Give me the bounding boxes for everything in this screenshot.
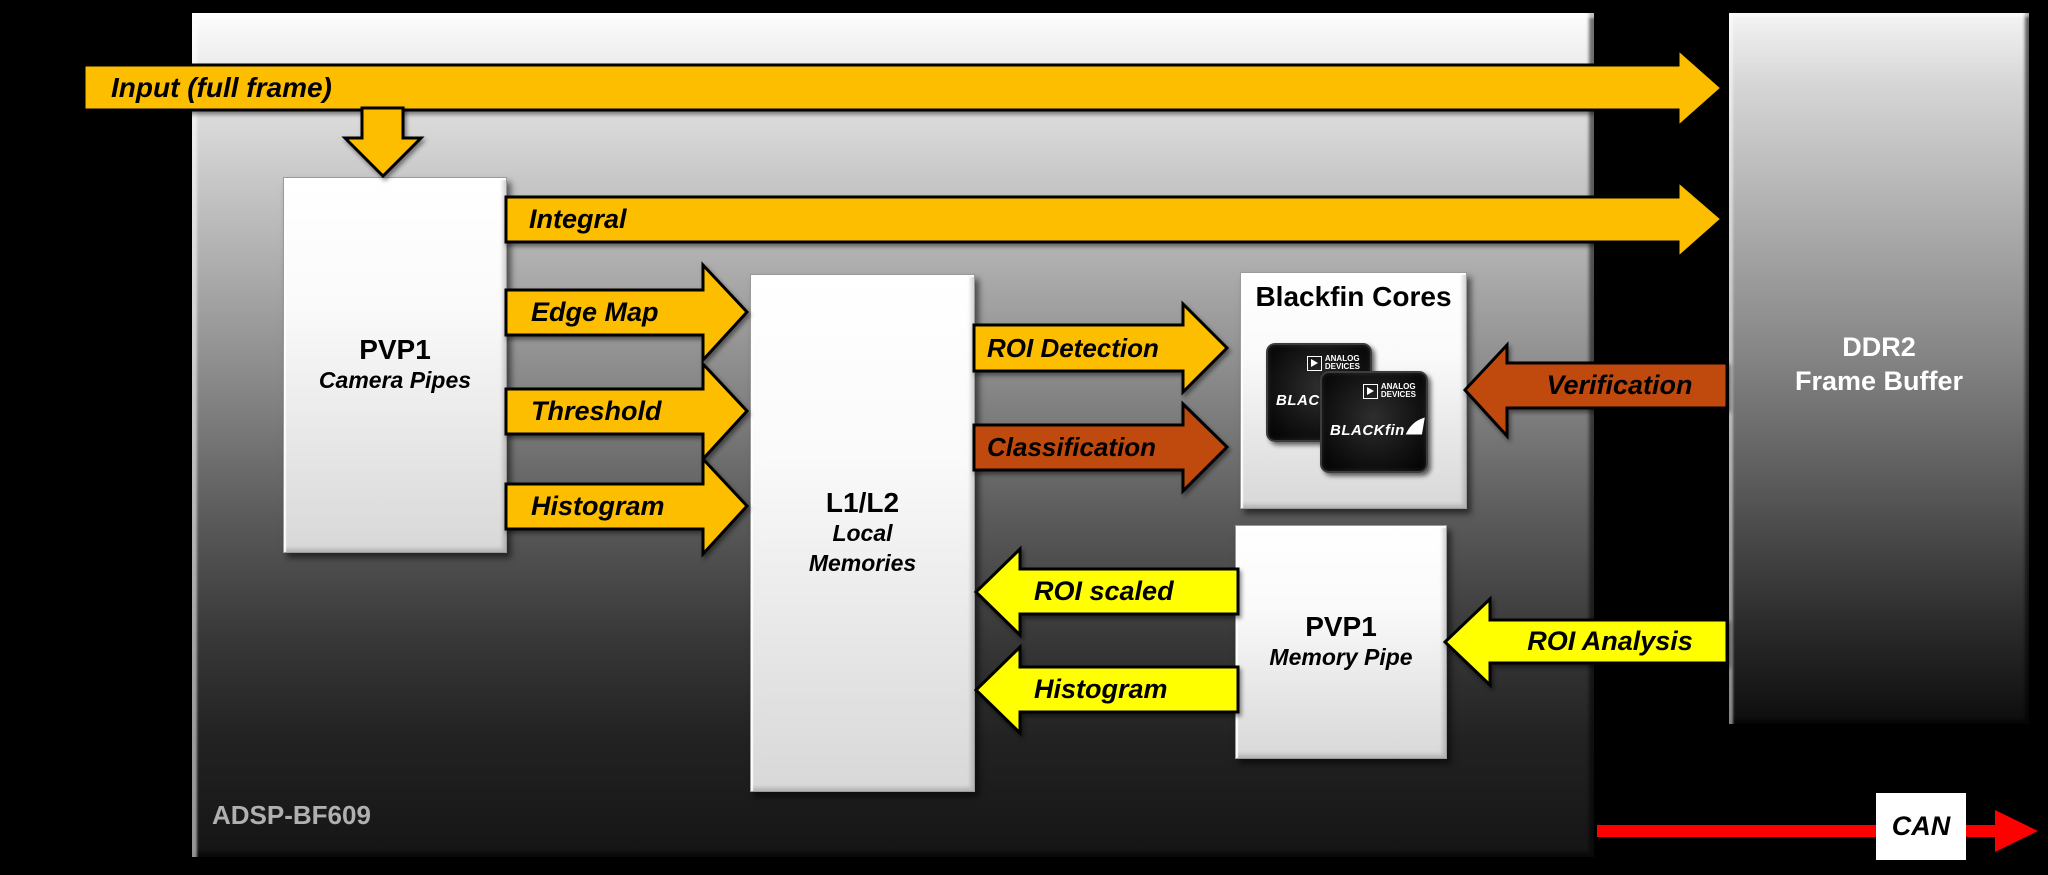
pvp1-camera-subtitle: Camera Pipes: [318, 367, 472, 394]
block-l1l2-local-memories: L1/L2 Local Memories: [750, 274, 975, 792]
arrow-label-classification: Classification: [987, 432, 1157, 462]
arrow-label-roi-analysis: ROI Analysis: [1527, 626, 1693, 656]
arrow-roi-analysis: ROI Analysis: [1442, 595, 1729, 689]
blackfin-wordmark: BLACKfin: [1330, 422, 1405, 439]
ddr2-title: DDR2 Frame Buffer: [1795, 331, 1963, 399]
adi-triangle-icon: [1362, 383, 1378, 399]
arrow-roi-detection: ROI Detection: [972, 300, 1230, 396]
pvp1-camera-title: PVP1: [359, 333, 431, 365]
arrow-can: [1597, 808, 2040, 854]
block-pvp1-memory-pipe: PVP1 Memory Pipe: [1235, 525, 1447, 759]
arrow-roi-scaled: ROI scaled: [973, 545, 1240, 639]
arrow-label-can: CAN: [1891, 811, 1951, 841]
arrow-input-to-pvp1-down: [341, 106, 425, 179]
arrow-label-histogram-memory: Histogram: [1034, 674, 1168, 704]
blackfin-logo: BLACKfin: [1330, 413, 1426, 439]
ddr2-title-line2: Frame Buffer: [1794, 365, 1964, 396]
pvp1-memory-subtitle: Memory Pipe: [1269, 644, 1413, 671]
block-pvp1-camera-pipes: PVP1 Camera Pipes: [283, 177, 507, 553]
arrow-label-roi-scaled: ROI scaled: [1034, 576, 1174, 606]
arrow-label-threshold: Threshold: [531, 396, 662, 426]
blackfin-fin-icon: [1405, 417, 1425, 435]
soc-name-label: ADSP-BF609: [212, 800, 371, 830]
arrow-input-full-frame: Input (full frame): [82, 45, 1725, 131]
can-label-box: CAN: [1876, 793, 1966, 860]
blackfin-title: Blackfin Cores: [1255, 281, 1452, 312]
arrow-threshold: Threshold: [504, 360, 750, 463]
arrow-edge-map: Edge Map: [504, 261, 750, 364]
l1l2-subtitle-line1: Local: [832, 520, 893, 547]
arrow-classification: Classification: [972, 400, 1230, 495]
arrow-label-edge-map: Edge Map: [531, 297, 659, 327]
ddr2-title-line1: DDR2: [1842, 331, 1916, 362]
arrow-label-integral: Integral: [529, 204, 627, 234]
adi-triangle-icon: [1306, 355, 1322, 371]
pvp1-memory-title: PVP1: [1305, 610, 1377, 642]
arrow-label-roi-detection: ROI Detection: [987, 332, 1159, 363]
arrow-label-histogram-camera: Histogram: [531, 491, 665, 521]
arrow-label-verification: Verification: [1546, 370, 1693, 400]
l1l2-subtitle-line2: Memories: [808, 550, 917, 577]
arrow-histogram-camera: Histogram: [504, 455, 750, 558]
arrow-integral: Integral: [504, 177, 1725, 262]
arrow-verification: Verification: [1462, 341, 1729, 440]
arrow-histogram-memory: Histogram: [973, 643, 1240, 737]
block-ddr2-frame-buffer: DDR2 Frame Buffer: [1728, 12, 2030, 725]
arrow-label-input: Input (full frame): [111, 71, 332, 103]
l1l2-title: L1/L2: [825, 487, 900, 519]
